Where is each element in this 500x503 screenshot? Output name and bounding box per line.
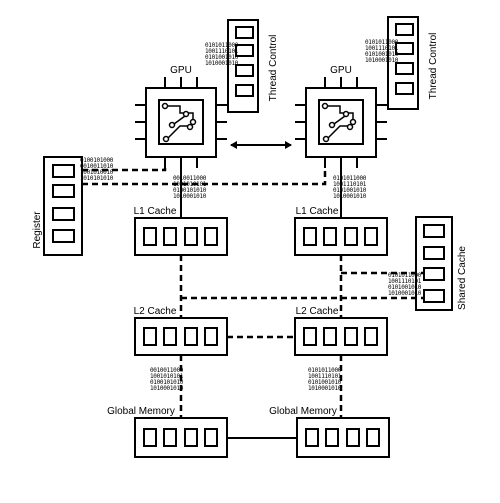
bitstream-line: 0010011010	[80, 163, 114, 170]
register-block	[43, 156, 83, 256]
gpu-l1-links	[180, 157, 342, 218]
shared-cache-block	[415, 216, 453, 311]
bitstream-line: 0101001010	[205, 54, 239, 61]
global-memory-right-label: Global Memory	[269, 406, 337, 417]
bitstream-line: 1010001010	[333, 193, 367, 200]
thread-control-right-label: Thread Control	[428, 33, 439, 100]
l2-cache-left	[134, 317, 228, 356]
bitstream-line: 0101011000	[205, 42, 239, 49]
bitstream-line: 0101001010	[308, 379, 342, 386]
bitstream-line: 1010001010	[173, 193, 207, 200]
bitstream-line: 1010001010	[150, 385, 184, 392]
bitstream-line: 0101011000	[365, 39, 399, 46]
register-connections	[82, 168, 327, 186]
l1-cache-left	[134, 217, 228, 256]
l2-right-label: L2 Cache	[296, 306, 339, 317]
bitstream-line: 0100101010	[150, 379, 184, 386]
bitstream-line: 0010011000	[173, 175, 207, 182]
bitstream-line: 1001110101	[365, 45, 399, 52]
bitstream-line: 1001010101	[173, 181, 207, 188]
gpu-left-chip	[135, 77, 227, 168]
thread-control-left	[227, 19, 259, 113]
bitstream-line: 0101001010	[365, 51, 399, 58]
bitstream-line: 1010001010	[205, 60, 239, 67]
register-label: Register	[32, 211, 43, 249]
thread-control-left-label: Thread Control	[268, 35, 279, 102]
bitstream-line: 1001110101	[205, 48, 239, 55]
l1-right-label: L1 Cache	[296, 206, 339, 217]
global-memory-left	[134, 417, 228, 458]
bitstream-line: 0101001010	[388, 284, 422, 291]
bitstream-line: 1010101010	[80, 175, 114, 182]
bitstream-line: 1010001010	[388, 290, 422, 297]
bitstream-line: 0101001010	[333, 187, 367, 194]
bitstream-line: 1001010101	[150, 373, 184, 380]
l1-left-label: L1 Cache	[134, 206, 177, 217]
bitstream-line: 0100101010	[173, 187, 207, 194]
gpu-left-label: GPU	[170, 65, 192, 76]
bitstream-line: 0101011000	[308, 367, 342, 374]
bitstream-line: 1010001010	[308, 385, 342, 392]
bitstream-line: 1001110101	[333, 181, 367, 188]
global-memory-right	[296, 417, 390, 458]
bitstream-line: 0010011000	[150, 367, 184, 374]
bitstream-line: 1010001010	[365, 57, 399, 64]
bitstream-line: 1001110101	[388, 278, 422, 285]
gpu-right-label: GPU	[330, 65, 352, 76]
thread-control-right	[387, 16, 419, 110]
bitstream-line: 0101011000	[388, 272, 422, 279]
gpu-right-chip	[295, 77, 387, 168]
l2-left-label: L2 Cache	[134, 306, 177, 317]
l1-cache-right	[294, 217, 388, 256]
bitstream-line: 0100101000	[80, 157, 114, 164]
shared-cache-label: Shared Cache	[457, 246, 468, 310]
bitstream-line: 1001010010	[80, 169, 114, 176]
l2-cache-right	[294, 317, 388, 356]
l2-global-connections	[179, 355, 343, 418]
bitstream-line: 1001110101	[308, 373, 342, 380]
global-memory-left-label: Global Memory	[107, 406, 175, 417]
l1-shared-connections	[179, 255, 424, 326]
bitstream-line: 0101011000	[333, 175, 367, 182]
